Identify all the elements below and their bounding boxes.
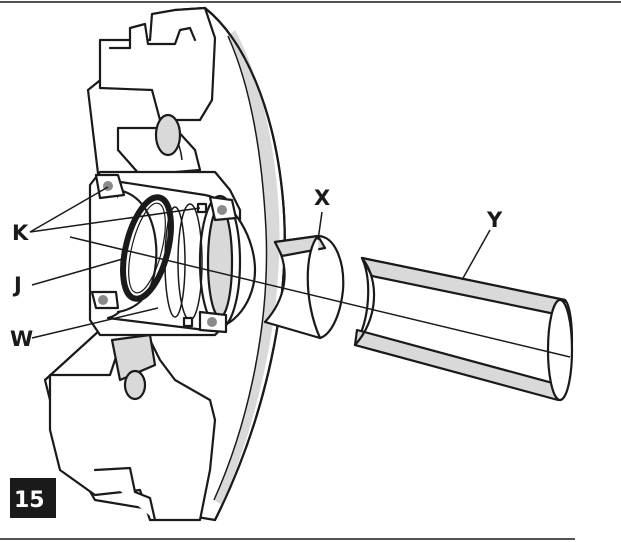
fastener-top-right xyxy=(208,195,238,222)
fastener-bottom-left xyxy=(90,290,120,310)
seal-x xyxy=(263,234,345,340)
label-w: W xyxy=(10,327,34,351)
axis-line xyxy=(69,236,571,358)
label-y: Y xyxy=(486,208,503,232)
label-k: K xyxy=(12,221,29,245)
fastener-top-left xyxy=(94,173,126,200)
label-j: J xyxy=(12,273,22,297)
step-number: 15 xyxy=(14,488,45,513)
leader-lines xyxy=(29,186,491,339)
hub-housing xyxy=(43,6,286,522)
label-x: X xyxy=(314,186,331,210)
sleeve-y xyxy=(353,256,574,402)
o-ring xyxy=(120,194,174,302)
step-badge: 15 xyxy=(10,478,56,518)
fastener-bottom-right xyxy=(198,310,228,334)
